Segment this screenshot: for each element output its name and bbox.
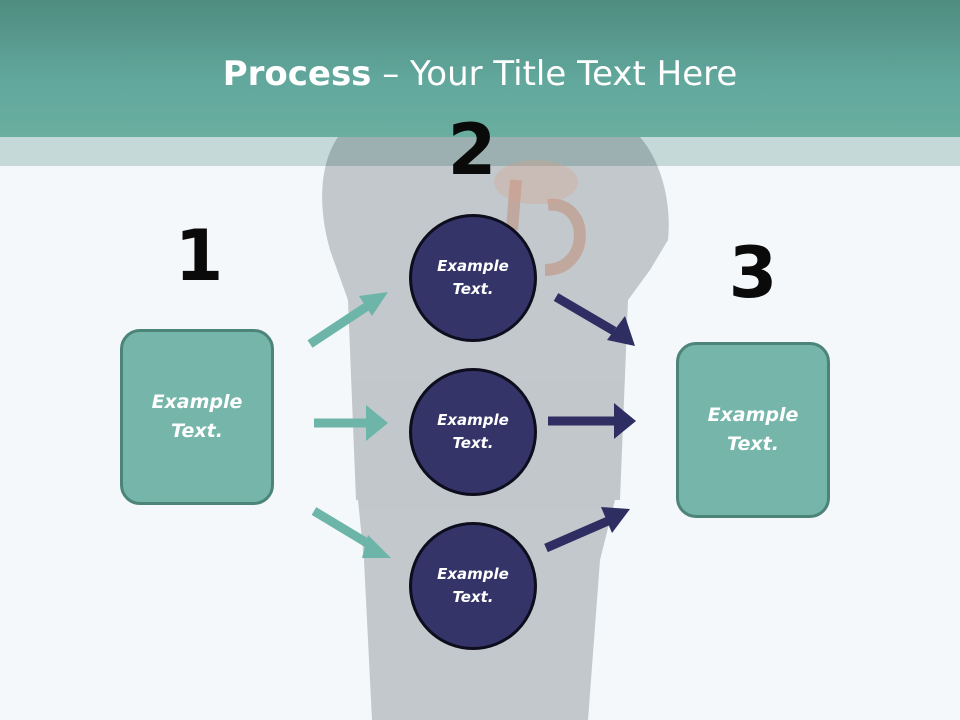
step-2-circle-top: Example Text. (409, 214, 537, 342)
step-1-box: Example Text. (120, 329, 274, 505)
step-3-label: Example Text. (707, 404, 799, 455)
title-bold: Process (222, 54, 372, 94)
step-number-2: 2 (447, 109, 497, 191)
navy-arrow-down (553, 293, 635, 346)
title-underband (0, 137, 960, 166)
teal-arrow-down (311, 507, 391, 558)
navy-arrow-middle (548, 403, 636, 439)
circle-bottom-label: Example Text. (437, 565, 509, 606)
step-2-circle-middle: Example Text. (409, 368, 537, 496)
title-rest: – Your Title Text Here (371, 54, 738, 94)
circle-top-label: Example Text. (437, 257, 509, 298)
teal-arrow-up (307, 292, 388, 348)
step-1-label: Example Text. (151, 391, 243, 442)
slide-title: Process – Your Title Text Here (0, 52, 960, 96)
navy-arrow-up (544, 507, 630, 553)
teal-arrow-middle (314, 405, 388, 441)
title-bar (0, 0, 960, 137)
step-number-1: 1 (174, 215, 224, 297)
circle-middle-label: Example Text. (437, 411, 509, 452)
step-3-box: Example Text. (676, 342, 830, 518)
step-2-circle-bottom: Example Text. (409, 522, 537, 650)
step-number-3: 3 (728, 232, 778, 314)
